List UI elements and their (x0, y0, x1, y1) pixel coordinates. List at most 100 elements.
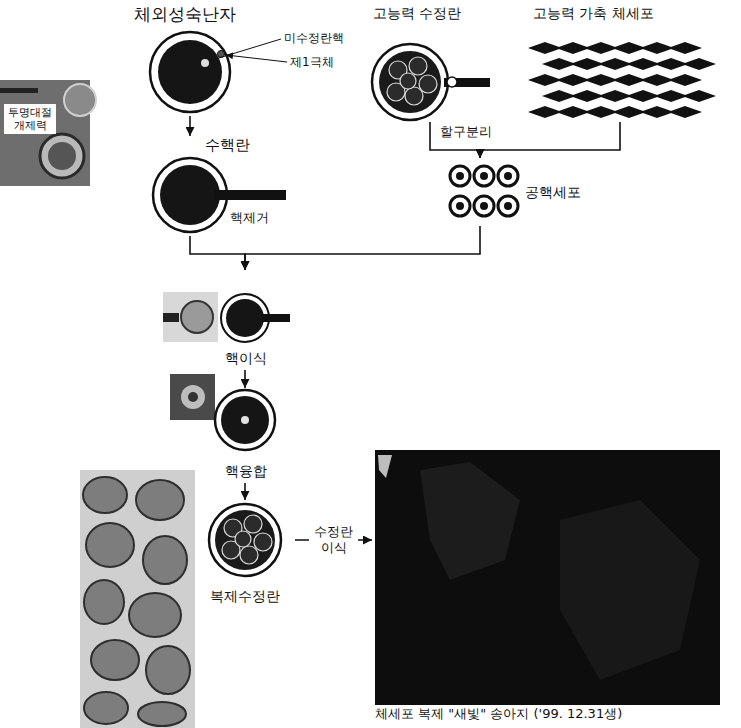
stage-title: 공핵세포 (525, 184, 581, 201)
embryo-micrograph-part (84, 692, 128, 724)
donor-cell (498, 196, 518, 216)
fusion-photo-part (188, 392, 198, 402)
embryo-micrograph-part (146, 646, 190, 694)
calf-photo-part (375, 450, 720, 705)
calf-photo-part (420, 462, 520, 580)
donor-cell-ring (498, 166, 518, 186)
embryo-micrograph-part (136, 480, 184, 520)
calf-photo (375, 450, 720, 705)
flow-arrow (244, 370, 246, 388)
leader-line-part (226, 55, 287, 62)
donor-cell (474, 196, 494, 216)
leader-line-part (209, 39, 281, 61)
micrograph-inset (0, 80, 96, 186)
step-label: 핵제거 (230, 210, 269, 226)
cloned-embryo-part (235, 531, 251, 547)
nuclear-transfer-oocyte-part (226, 299, 264, 337)
flow-arrow (245, 226, 480, 270)
donor-embryo-part (372, 44, 448, 120)
stage-title: 수핵란 (205, 136, 250, 154)
donor-embryo-part (444, 78, 490, 87)
stage-title: 체세포 복제 "새빛" 송아지 ('99. 12.31생) (375, 706, 622, 722)
holding-pipette-photo-part (181, 301, 213, 333)
fusion-stage: 핵융합 (195, 388, 305, 483)
donor-cell-core (456, 172, 464, 180)
calf-photo-part (378, 455, 392, 478)
embryo-micrograph-part (91, 640, 139, 680)
flow-arrow (480, 122, 620, 158)
stage-title: 복제수정란 (210, 588, 280, 605)
stage-title: 고능력 수정란 (373, 5, 461, 22)
photo-label: 투명대절 개제력 (4, 104, 56, 134)
flow-arrow (244, 483, 246, 500)
donor-cell-ring (450, 166, 470, 186)
embryo-micrograph (80, 470, 195, 728)
enucleated-oocyte (153, 158, 286, 232)
embryo-micrograph-part (83, 477, 127, 513)
clone-embryo-stage: 복제수정란 (195, 500, 295, 615)
donor-cell (498, 166, 518, 186)
embryo-micrograph-part (129, 593, 181, 637)
stage-title: 핵이식 (225, 350, 267, 367)
cloned-embryo-part (215, 510, 275, 570)
somatic-cell (668, 106, 702, 118)
donor-embryo-part (405, 87, 423, 105)
donor-cell-ring (474, 166, 494, 186)
holding-pipette-photo (163, 292, 218, 342)
mature-oocyte-part (158, 40, 222, 104)
fusion-photo-part (181, 385, 205, 409)
nuclear-transfer-oocyte (221, 294, 290, 342)
fused-oocyte-part (215, 390, 275, 450)
donor-embryo (372, 44, 490, 120)
somatic-cell (682, 58, 716, 70)
somatic-cells (528, 42, 716, 118)
embryo-stage: 고능력 수정란 (365, 4, 495, 122)
somatic-cell-stage: 고능력 가축 체세포 (525, 4, 720, 122)
arrow-label: 수정란 이식 (309, 523, 357, 558)
donor-embryo-part (409, 57, 427, 75)
donor-cell (450, 166, 470, 186)
stage-title: 고능력 가축 체세포 (533, 5, 654, 22)
oocyte-stage: 체외성숙난자 (128, 4, 280, 116)
fused-oocyte (215, 390, 275, 450)
stage-title: 체외성숙난자 (134, 4, 236, 24)
donor-embryo-part (447, 77, 457, 87)
donor-cell-ring (498, 196, 518, 216)
donor-cell (450, 196, 470, 216)
calf-photo-part (560, 500, 700, 680)
transfer-stage: 핵이식 (160, 270, 290, 370)
stage-title: 핵융합 (225, 463, 267, 480)
donor-cell-core (480, 172, 488, 180)
somatic-cell (668, 42, 702, 54)
enucleated-oocyte-part (160, 165, 220, 225)
embryo-micrograph-part (86, 523, 134, 567)
fusion-photo-part (170, 374, 215, 420)
somatic-cell (668, 74, 702, 86)
embryo-micrograph-part (143, 536, 187, 584)
mature-oocyte-part (150, 32, 230, 112)
somatic-cell (682, 90, 716, 102)
calf-photo-stage: 체세포 복제 "새빛" 송아지 ('99. 12.31생) (372, 448, 724, 726)
micrograph-inset-part (48, 142, 76, 170)
fusion-photo (170, 374, 215, 420)
flow-arrow (189, 116, 191, 136)
cloned-embryo-part (254, 533, 272, 551)
donor-cell-ring (450, 196, 470, 216)
nuclear-transfer-oocyte-part (221, 294, 269, 342)
flow-arrow (190, 236, 245, 270)
cloned-embryo (209, 504, 281, 576)
step-label: 할구분리 (440, 124, 492, 140)
micrograph-inset-part (40, 134, 84, 178)
fused-oocyte-part (241, 416, 249, 424)
cloned-embryo-part (244, 515, 262, 533)
donor-embryo-part (379, 51, 441, 113)
donor-cell-core (456, 202, 464, 210)
micrograph-inset-part (64, 84, 96, 116)
holding-pipette-photo-part (163, 313, 179, 322)
cloned-embryo-part (209, 504, 281, 576)
